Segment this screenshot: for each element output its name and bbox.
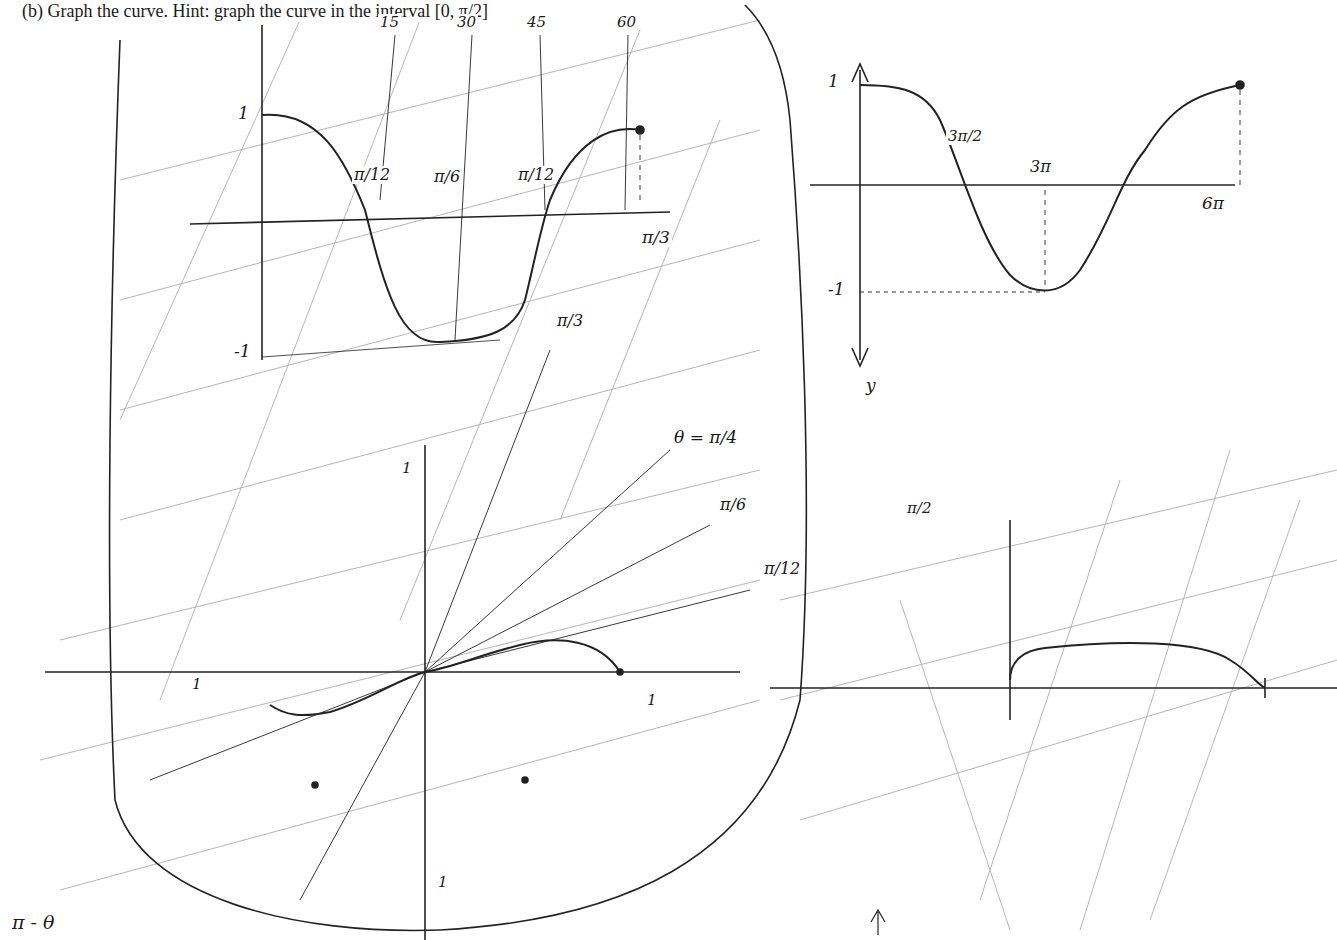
axis-value: π/12	[516, 166, 556, 184]
tick-value: 30	[455, 14, 478, 31]
axis-value: 6π	[1200, 194, 1226, 213]
angle-label: π/6	[718, 496, 748, 514]
tick-value: 60	[615, 14, 638, 31]
axis-value: 3π/2	[946, 128, 984, 145]
axis-value: 3π	[1028, 158, 1053, 176]
axis-value: 1	[436, 874, 450, 891]
axis-value: 1	[645, 692, 659, 709]
region-outline	[110, 5, 807, 930]
angle-label: π - θ	[10, 912, 56, 933]
problem-heading: (b) Graph the curve. Hint: graph the cur…	[20, 2, 490, 22]
sketch-strokes	[45, 5, 1337, 940]
angle-label: θ = π/4	[672, 428, 739, 447]
tick-value: 45	[525, 14, 548, 31]
angle-label: π/2	[905, 500, 933, 517]
axis-value: 1	[826, 72, 841, 91]
angle-label: π/12	[762, 560, 802, 578]
angle-label: π/3	[555, 312, 585, 330]
axis-name: y	[864, 376, 878, 395]
bleed-through-lines	[40, 20, 1337, 930]
axis-value: π/6	[432, 168, 462, 186]
tick-value: 15	[378, 14, 401, 31]
axis-value: -1	[826, 280, 847, 299]
axis-value: 1	[400, 460, 414, 477]
axis-value: 1	[190, 676, 204, 693]
axis-value: 1	[236, 104, 251, 123]
axis-value: π/3	[640, 228, 672, 247]
axis-value: -1	[232, 342, 253, 361]
axis-value: π/12	[352, 166, 392, 184]
